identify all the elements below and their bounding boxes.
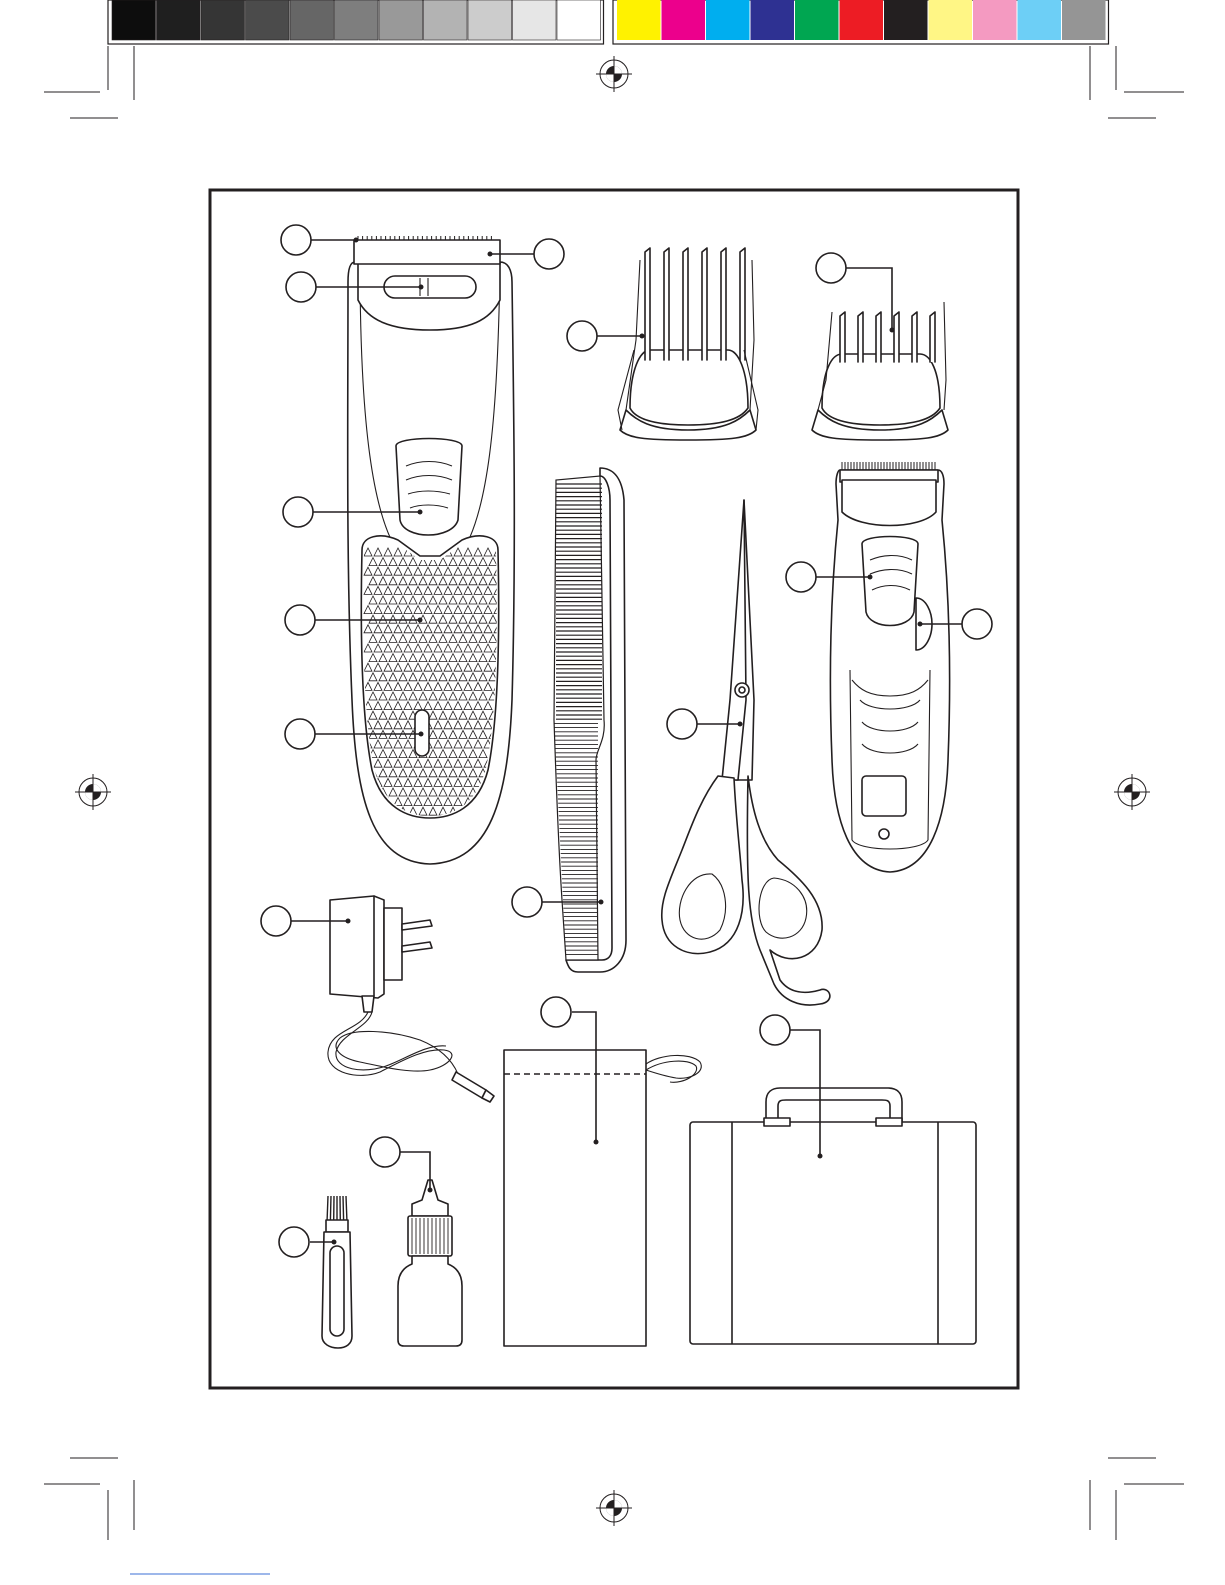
styling-comb — [554, 468, 626, 972]
gray-step-swatch — [246, 0, 290, 40]
callout-large-comb — [567, 321, 597, 351]
process-color-swatch — [706, 0, 750, 40]
registration-mark-left — [75, 774, 111, 810]
process-color-swatch — [840, 0, 884, 40]
process-color-swatch — [929, 0, 973, 40]
gray-step-swatch — [201, 0, 245, 40]
callout-power-adapter — [261, 906, 291, 936]
callout-mini-trimmer-switch — [786, 562, 816, 592]
gray-step-swatch — [513, 0, 557, 40]
callout-power-switch — [283, 497, 313, 527]
gray-step-swatch — [290, 0, 334, 40]
storage-case — [690, 1088, 976, 1344]
process-color-swatch — [884, 0, 928, 40]
registration-mark-top — [596, 56, 632, 92]
registration-mark-bottom — [596, 1490, 632, 1526]
process-color-swatch — [795, 0, 839, 40]
callout-charge-indicator — [285, 719, 315, 749]
process-color-swatch — [1062, 0, 1106, 40]
callout-storage-case — [760, 1015, 790, 1045]
cleaning-brush — [322, 1196, 352, 1348]
process-color-swatch — [751, 0, 795, 40]
callout-scissors — [667, 709, 697, 739]
gray-step-swatch — [112, 0, 156, 40]
callout-mini-trimmer-side-button — [962, 609, 992, 639]
registration-mark-right — [1114, 774, 1150, 810]
process-color-swatch — [617, 0, 661, 40]
mini-trimmer — [830, 462, 949, 872]
callout-comb-blade-tip — [281, 225, 311, 255]
callout-cleaning-brush — [279, 1227, 309, 1257]
gray-step-swatch — [424, 0, 468, 40]
main-clipper — [348, 236, 517, 864]
callout-oil-bottle — [370, 1137, 400, 1167]
callout-blade-edge — [534, 239, 564, 269]
callout-storage-pouch — [541, 997, 571, 1027]
callout-adjust-slider — [286, 272, 316, 302]
process-color-swatch — [1018, 0, 1062, 40]
mini-trimmer-switch[interactable] — [862, 537, 918, 626]
callout-grip — [285, 605, 315, 635]
callout-styling-comb — [512, 887, 542, 917]
process-color-swatch — [662, 0, 706, 40]
gray-step-swatch — [157, 0, 201, 40]
gray-step-swatch — [557, 0, 601, 40]
gray-step-swatch — [468, 0, 512, 40]
gray-step-swatch — [335, 0, 379, 40]
power-switch[interactable] — [396, 439, 462, 536]
callout-small-comb — [816, 253, 846, 283]
process-color-swatch — [973, 0, 1017, 40]
gray-step-swatch — [379, 0, 423, 40]
color-bar — [108, 0, 1109, 44]
